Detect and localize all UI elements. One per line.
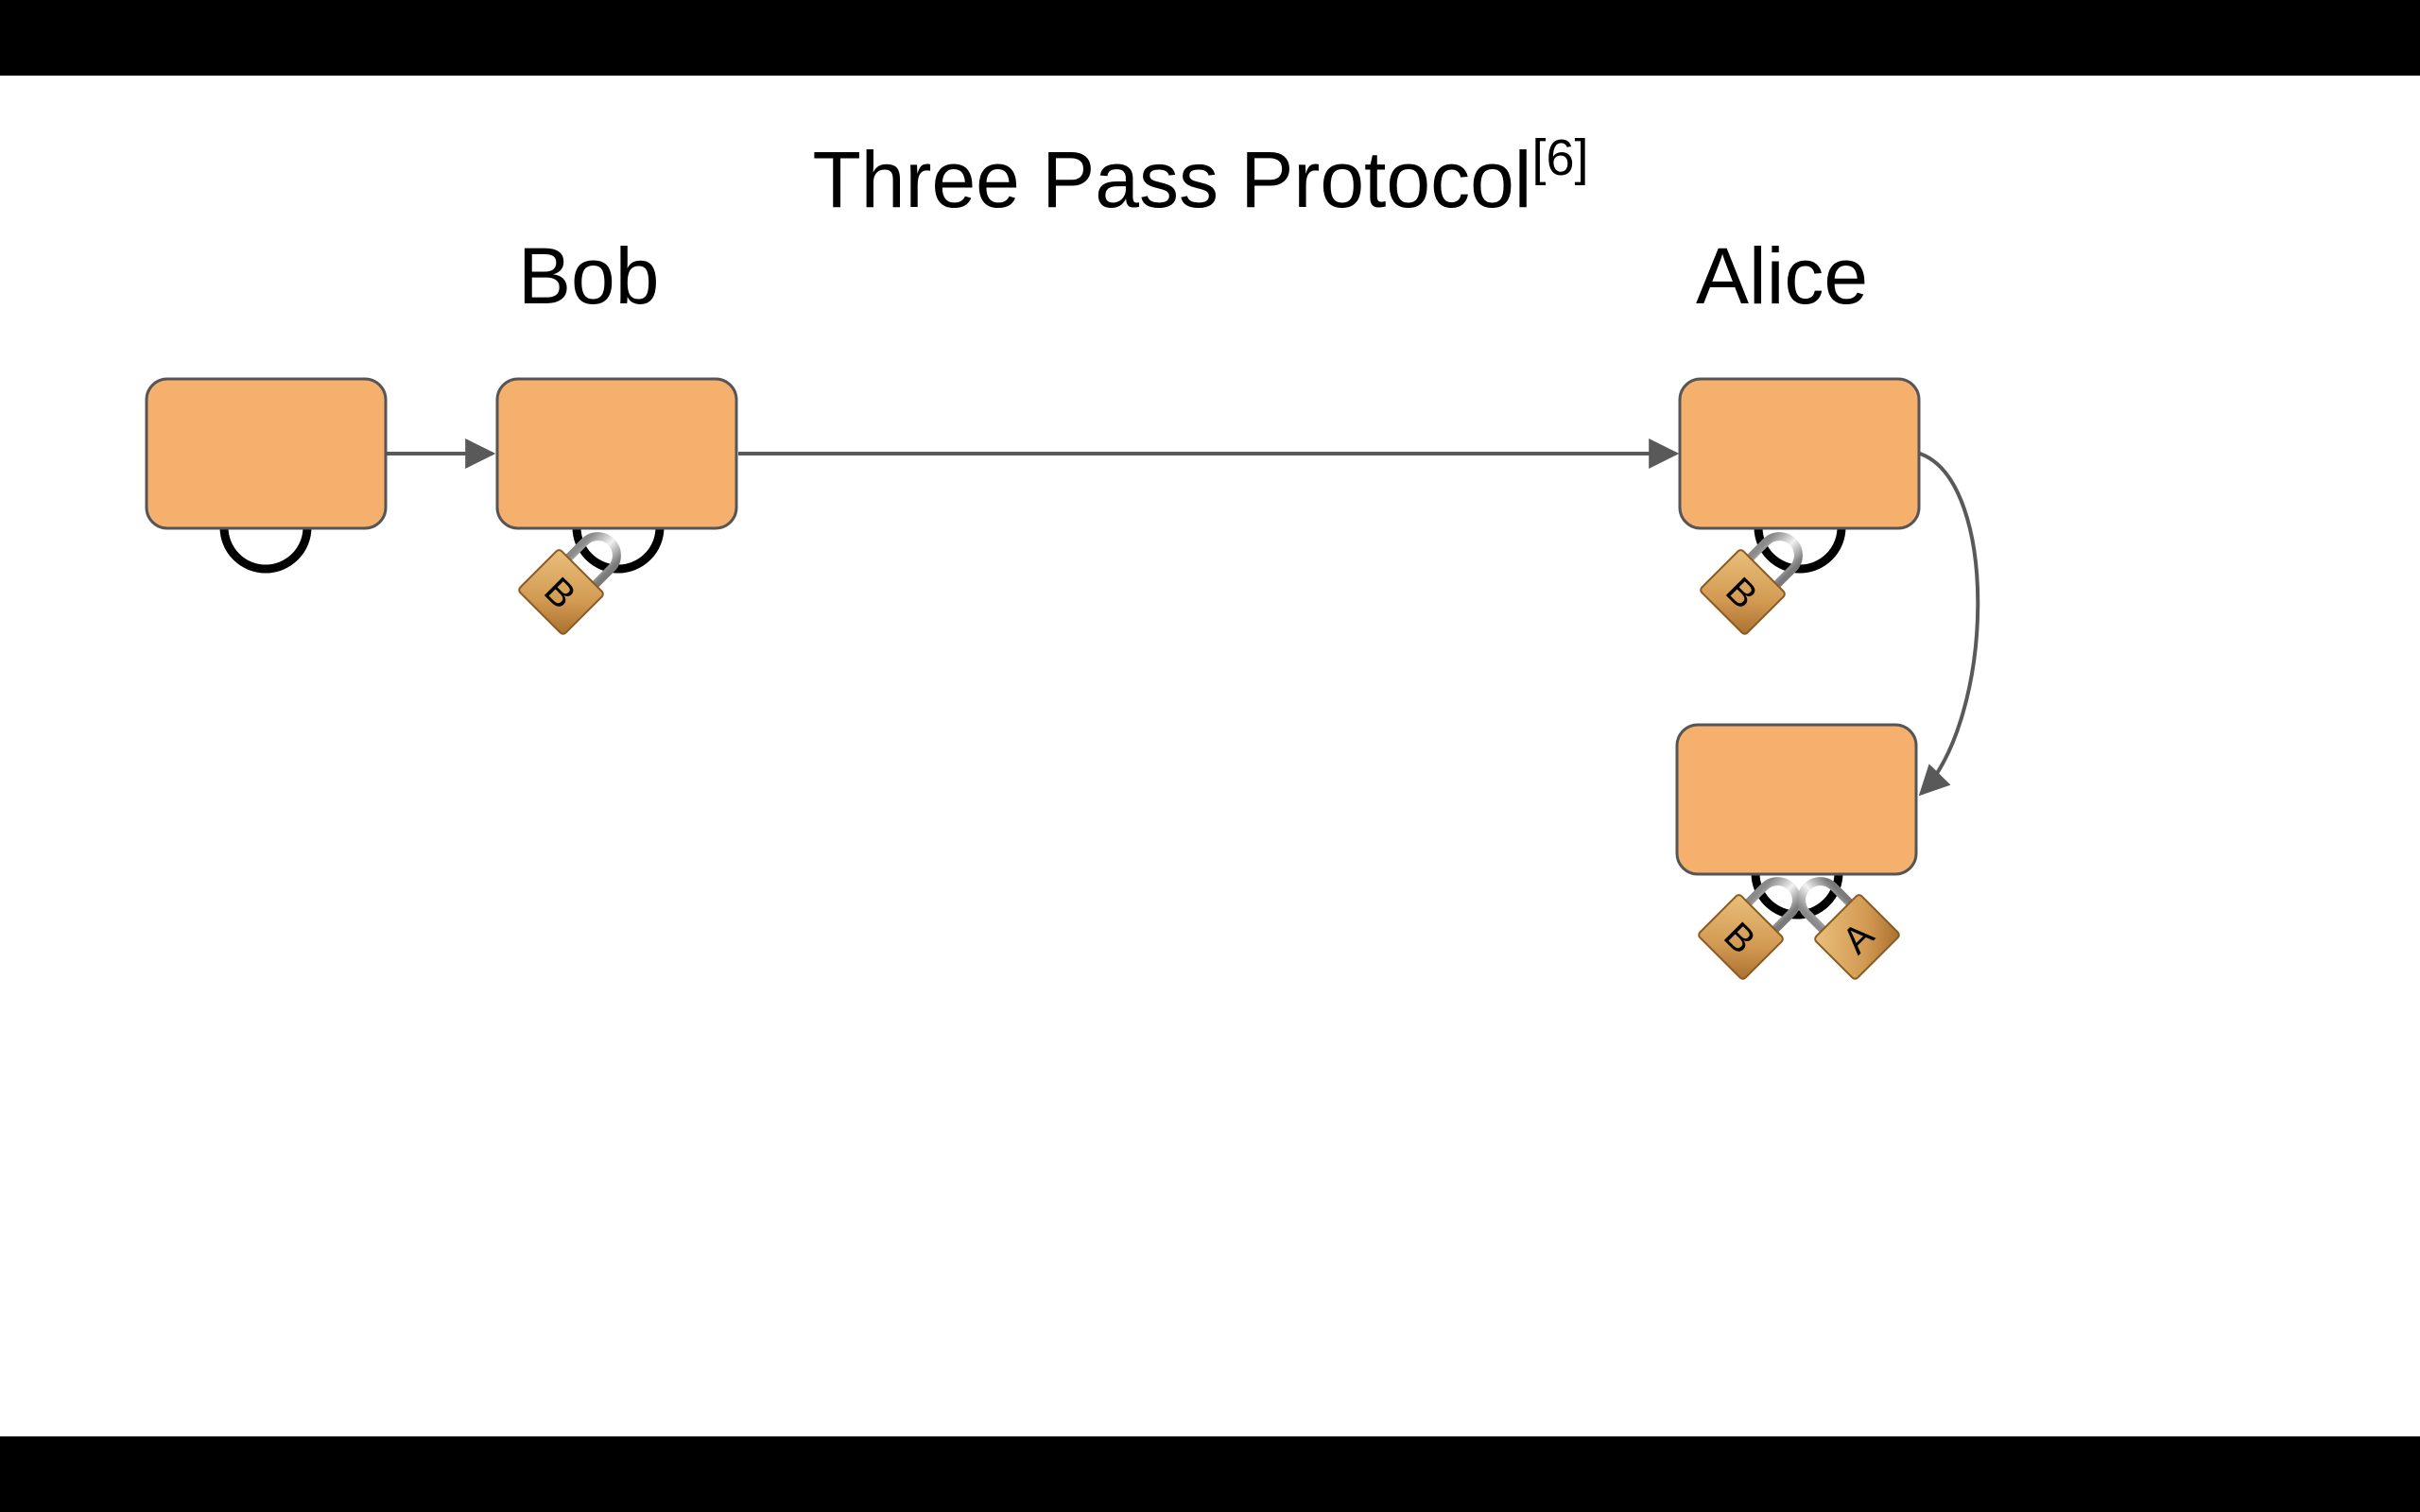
padlock-shackle <box>1745 532 1803 590</box>
slide-title: Three Pass Protocol[6] <box>0 132 2401 219</box>
padlock-b: B <box>1698 877 1801 980</box>
padlock-b: B <box>518 532 621 635</box>
padlock-shackle <box>563 532 621 590</box>
box-double-locked: B A <box>1675 723 1918 980</box>
box-loop-hasp <box>219 526 312 574</box>
box-unlocked <box>145 377 388 574</box>
box-body <box>1675 723 1918 876</box>
box-body <box>145 377 388 530</box>
padlock-body <box>518 549 604 635</box>
top-letterbox-bar <box>0 0 2420 76</box>
padlock-body <box>1700 549 1786 635</box>
padlock-body <box>1814 894 1900 980</box>
box-alice-received: B <box>1678 377 1921 635</box>
padlock-shackle <box>1743 877 1801 935</box>
box-bob-locked: B <box>495 377 738 635</box>
party-label-alice: Alice <box>1696 232 1869 320</box>
padlock-b: B <box>1700 532 1803 635</box>
box-body <box>495 377 738 530</box>
slide-title-text: Three Pass Protocol <box>812 135 1532 224</box>
box-body <box>1678 377 1921 530</box>
padlock-a: A <box>1797 877 1900 980</box>
slide-canvas <box>0 76 2420 1436</box>
padlock-body <box>1698 894 1784 980</box>
bottom-letterbox-bar <box>0 1436 2420 1512</box>
padlock-shackle <box>1797 877 1855 935</box>
arrow-alice-return-curve <box>1918 452 1980 797</box>
party-label-bob: Bob <box>518 232 660 320</box>
slide-title-reference: [6] <box>1531 129 1589 186</box>
